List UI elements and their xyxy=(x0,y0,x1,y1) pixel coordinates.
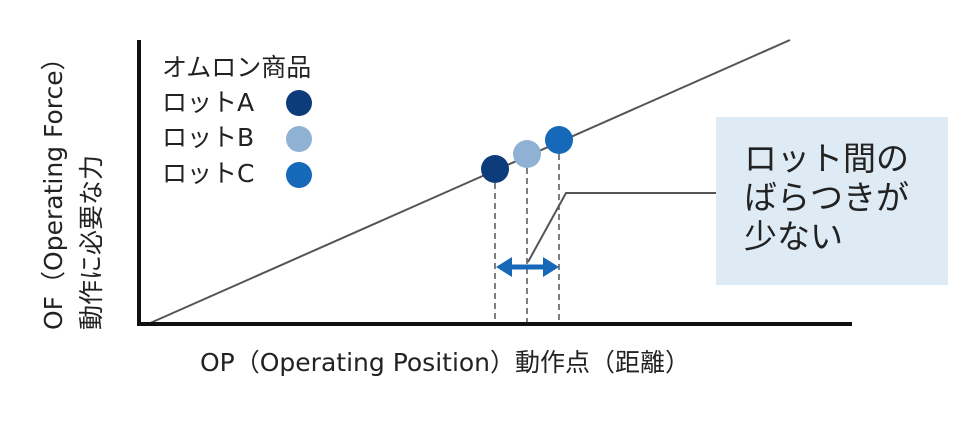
callout-line-1: ロット間の xyxy=(744,139,909,178)
legend-swatch-b xyxy=(286,126,312,152)
lot-a-point xyxy=(481,155,509,183)
legend-swatch-a xyxy=(286,90,312,116)
callout-leader-line xyxy=(527,192,716,263)
legend-swatch-c xyxy=(286,162,312,188)
legend-label-a: ロットA xyxy=(162,88,254,117)
callout-box xyxy=(716,117,948,285)
x-axis-title: OP（Operating Position）動作点（距離） xyxy=(200,348,690,377)
lot-b-point xyxy=(513,140,541,168)
callout-line-3: 少ない xyxy=(744,217,843,256)
legend-label-c: ロットC xyxy=(162,159,254,188)
legend-title: オムロン商品 xyxy=(162,53,311,82)
callout-line-2: ばらつきが xyxy=(744,178,909,217)
lot-c-point xyxy=(545,126,573,154)
y-axis-title-line2: 動作に必要な力 xyxy=(77,155,106,330)
y-axis-title-line1: OF（Operating Force） xyxy=(39,45,68,330)
trend-line xyxy=(147,39,791,325)
double-headed-arrow-icon xyxy=(496,257,559,277)
legend-label-b: ロットB xyxy=(162,123,254,152)
